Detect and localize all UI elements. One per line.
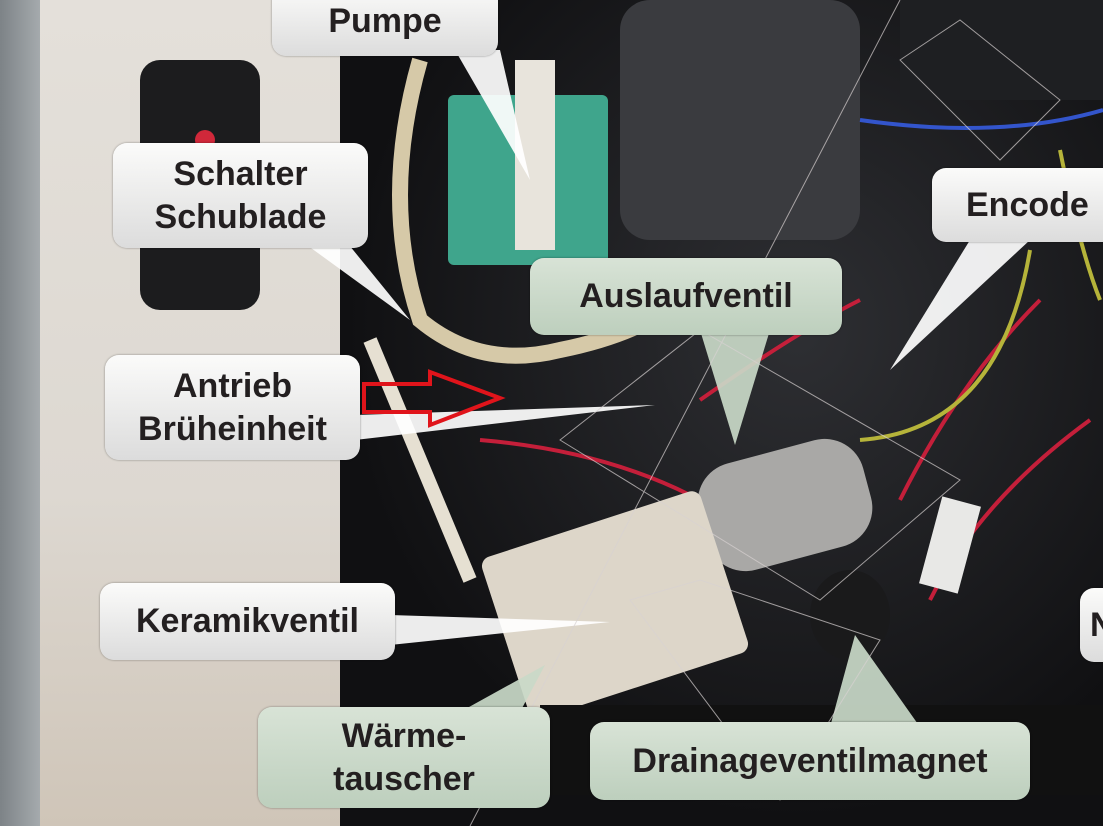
ceramic-valve (481, 491, 749, 719)
callout-auslaufventil: Auslaufventil (530, 258, 842, 335)
label-drainageventilmagnet: Drainageventilmagnet (632, 741, 988, 780)
label-antrieb: Antrieb (173, 367, 292, 405)
upper-right-block (900, 0, 1103, 100)
callout-n: N (1080, 588, 1103, 662)
callout-schalter-schublade: Schalter Schublade (113, 143, 368, 248)
waerme-pointer (460, 665, 545, 712)
keramik-pointer (390, 615, 610, 645)
left-gray-border (0, 0, 40, 826)
callout-drainageventilmagnet: Drainageventilmagnet (590, 722, 1030, 800)
schalter-pointer (300, 240, 410, 320)
drain-coil (810, 570, 890, 660)
blue-wire (859, 108, 1103, 130)
drainage-pointer (830, 635, 920, 727)
white-connector (919, 496, 981, 594)
label-tauscher: tauscher (333, 759, 475, 798)
tube-left (363, 337, 477, 583)
callout-encoder: Encode (932, 168, 1103, 242)
motor (697, 438, 873, 572)
callout-pumpe: Pumpe (272, 0, 498, 56)
pumpe-pointer (455, 50, 530, 180)
label-auslaufventil: Auslaufventil (579, 277, 793, 316)
red-wire (479, 298, 1092, 601)
encoder-pointer (890, 240, 1030, 370)
callout-waermetauscher: Wärme- tauscher (258, 707, 550, 808)
label-schalter: Schalter (173, 155, 308, 193)
label-waerme: Wärme- (341, 717, 467, 755)
label-keramikventil: Keramikventil (136, 602, 359, 641)
label-n: N (1090, 605, 1103, 644)
label-brueheinheit: Brüheinheit (138, 409, 327, 448)
red-arrow (362, 369, 506, 428)
reservoir (620, 0, 860, 240)
label-encoder: Encode (966, 185, 1089, 224)
callout-antrieb-brueheinheit: Antrieb Brüheinheit (105, 355, 360, 460)
label-pumpe: Pumpe (328, 1, 442, 40)
auslauf-pointer (700, 330, 770, 445)
label-schublade: Schublade (154, 197, 327, 236)
callout-keramikventil: Keramikventil (100, 583, 395, 660)
